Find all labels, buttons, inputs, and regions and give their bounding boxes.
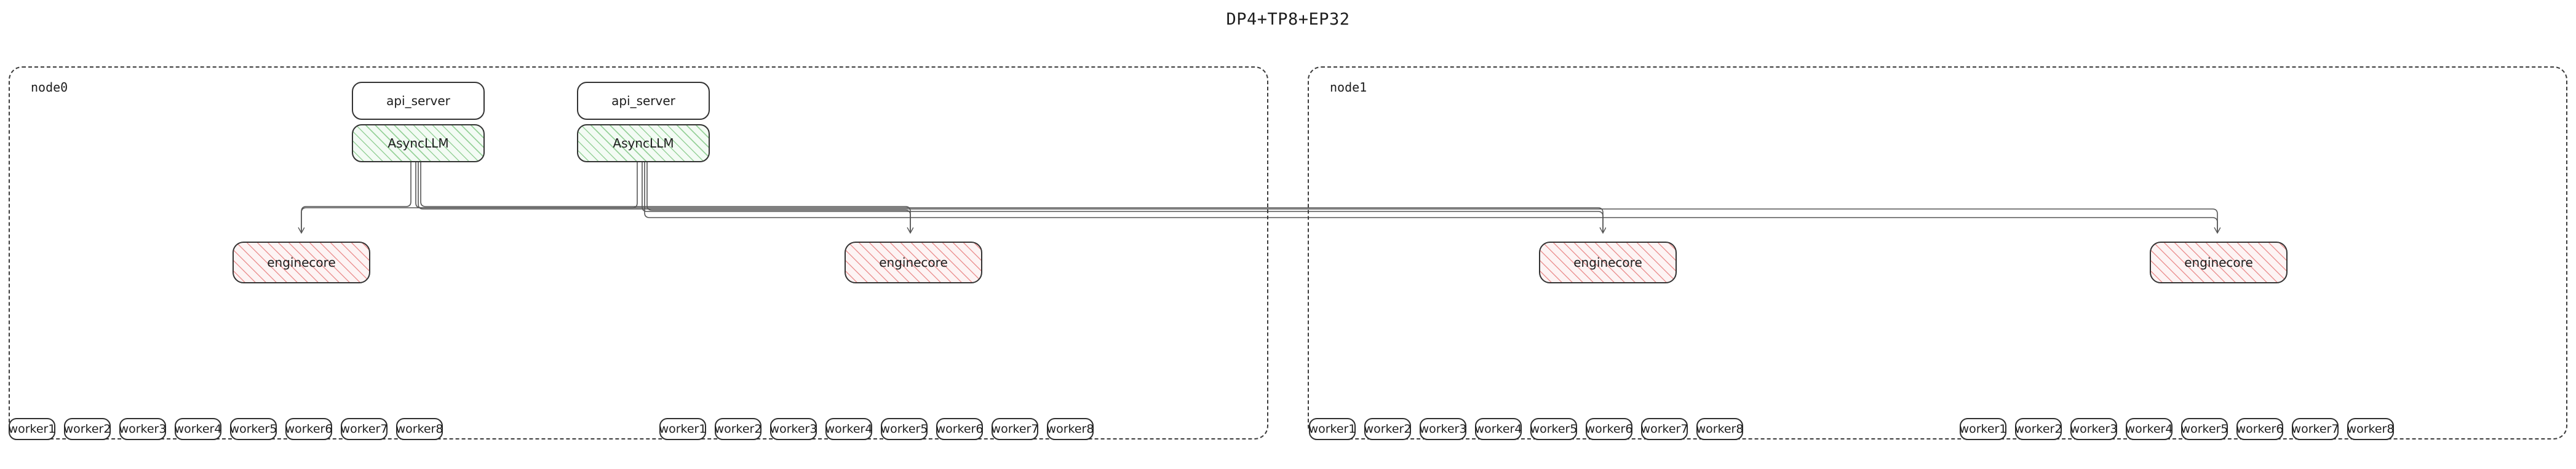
worker-box[interactable]: worker8 (2347, 418, 2394, 440)
worker-label: worker7 (991, 422, 1039, 436)
worker-box[interactable]: worker1 (9, 418, 55, 440)
worker-label: worker4 (1474, 422, 1522, 436)
worker-label: worker2 (2014, 422, 2062, 436)
worker-box[interactable]: worker2 (2015, 418, 2062, 440)
worker-box[interactable]: worker3 (119, 418, 166, 440)
asyncllm-box[interactable]: AsyncLLM (577, 124, 710, 162)
worker-box[interactable]: worker4 (175, 418, 221, 440)
node-container-node1: node1 (1308, 66, 2567, 439)
worker-label: worker6 (285, 422, 333, 436)
enginecore-label: enginecore (1573, 255, 1642, 270)
worker-label: worker5 (2180, 422, 2228, 436)
worker-label: worker3 (119, 422, 167, 436)
worker-box[interactable]: worker4 (1475, 418, 1522, 440)
worker-label: worker1 (1308, 422, 1356, 436)
enginecore-box[interactable]: enginecore (845, 242, 982, 283)
worker-box[interactable]: worker2 (715, 418, 761, 440)
worker-box[interactable]: worker1 (659, 418, 706, 440)
worker-label: worker3 (2070, 422, 2118, 436)
enginecore-box[interactable]: enginecore (2150, 242, 2288, 283)
worker-box[interactable]: worker2 (64, 418, 111, 440)
asyncllm-box[interactable]: AsyncLLM (352, 124, 485, 162)
enginecore-label: enginecore (879, 255, 948, 270)
worker-label: worker8 (2347, 422, 2395, 436)
worker-box[interactable]: worker1 (1960, 418, 2006, 440)
enginecore-box[interactable]: enginecore (1539, 242, 1677, 283)
worker-label: worker1 (1959, 422, 2007, 436)
node-label-node0: node0 (31, 80, 68, 95)
node-label-node1: node1 (1330, 80, 1367, 95)
worker-label: worker3 (769, 422, 817, 436)
worker-label: worker7 (340, 422, 388, 436)
diagram-title: DP4+TP8+EP32 (1226, 10, 1350, 29)
worker-box[interactable]: worker6 (1586, 418, 1632, 440)
worker-box[interactable]: worker6 (2236, 418, 2283, 440)
worker-label: worker2 (63, 422, 111, 436)
worker-label: worker1 (8, 422, 56, 436)
worker-box[interactable]: worker7 (341, 418, 388, 440)
worker-box[interactable]: worker7 (2292, 418, 2339, 440)
asyncllm-label: AsyncLLM (613, 136, 674, 151)
api-server-label: api_server (611, 93, 675, 108)
worker-label: worker8 (1046, 422, 1094, 436)
worker-box[interactable]: worker6 (936, 418, 983, 440)
worker-label: worker8 (1696, 422, 1744, 436)
worker-label: worker2 (1364, 422, 1412, 436)
worker-box[interactable]: worker7 (1641, 418, 1688, 440)
worker-box[interactable]: worker1 (1309, 418, 1356, 440)
worker-label: worker4 (174, 422, 222, 436)
worker-label: worker4 (825, 422, 873, 436)
worker-label: worker2 (714, 422, 762, 436)
worker-label: worker1 (659, 422, 707, 436)
enginecore-box[interactable]: enginecore (233, 242, 370, 283)
worker-box[interactable]: worker5 (881, 418, 928, 440)
worker-label: worker3 (1419, 422, 1467, 436)
worker-label: worker5 (1530, 422, 1578, 436)
worker-label: worker6 (2236, 422, 2284, 436)
node-container-node0: node0 (9, 66, 1268, 439)
worker-label: worker6 (936, 422, 984, 436)
worker-label: worker6 (1585, 422, 1633, 436)
worker-label: worker8 (396, 422, 443, 436)
worker-box[interactable]: worker2 (1364, 418, 1411, 440)
asyncllm-label: AsyncLLM (388, 136, 449, 151)
worker-box[interactable]: worker7 (992, 418, 1038, 440)
worker-label: worker5 (880, 422, 928, 436)
worker-box[interactable]: worker3 (770, 418, 817, 440)
enginecore-label: enginecore (2184, 255, 2253, 270)
api-server-label: api_server (386, 93, 450, 108)
worker-box[interactable]: worker4 (2126, 418, 2173, 440)
worker-label: worker5 (229, 422, 277, 436)
worker-box[interactable]: worker4 (825, 418, 872, 440)
worker-box[interactable]: worker6 (285, 418, 332, 440)
worker-box[interactable]: worker8 (396, 418, 443, 440)
worker-box[interactable]: worker3 (2070, 418, 2117, 440)
api-server-box[interactable]: api_server (577, 82, 710, 120)
api-server-box[interactable]: api_server (352, 82, 485, 120)
worker-box[interactable]: worker8 (1696, 418, 1743, 440)
worker-box[interactable]: worker3 (1420, 418, 1466, 440)
worker-box[interactable]: worker5 (230, 418, 277, 440)
worker-label: worker4 (2125, 422, 2173, 436)
enginecore-label: enginecore (267, 255, 336, 270)
worker-label: worker7 (1640, 422, 1688, 436)
worker-box[interactable]: worker5 (2181, 418, 2228, 440)
worker-box[interactable]: worker8 (1047, 418, 1094, 440)
worker-label: worker7 (2291, 422, 2339, 436)
worker-box[interactable]: worker5 (1530, 418, 1577, 440)
